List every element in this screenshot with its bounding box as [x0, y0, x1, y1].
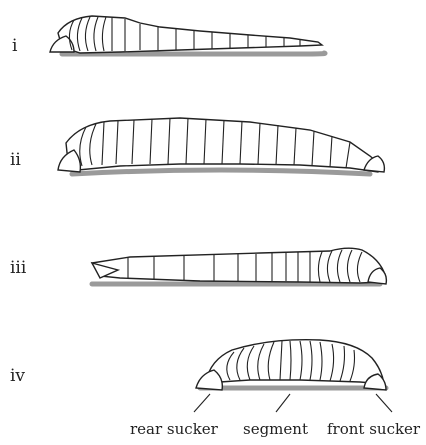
stage-2-numeral: ii [10, 150, 21, 170]
stage-4-numeral: iv [10, 366, 25, 386]
stage-4-body [206, 340, 384, 384]
stage-2-leech [58, 118, 384, 174]
rear-sucker-label: rear sucker [130, 420, 218, 438]
stage-3-leech [92, 248, 386, 284]
stage-1-body [58, 16, 322, 53]
label-pointers [194, 394, 392, 412]
stage-4-leech [196, 340, 386, 390]
front-sucker-pointer [376, 394, 392, 412]
stage-3-numeral: iii [10, 258, 26, 278]
segment-label: segment [243, 420, 308, 438]
stage-2-shadow [72, 170, 370, 174]
stage-1-leech [50, 16, 325, 54]
rear-sucker-pointer [194, 394, 210, 412]
stage-1-numeral: i [12, 36, 17, 56]
segment-pointer [276, 394, 290, 412]
front-sucker-label: front sucker [327, 420, 420, 438]
stage-2-rear-sucker [58, 150, 80, 172]
